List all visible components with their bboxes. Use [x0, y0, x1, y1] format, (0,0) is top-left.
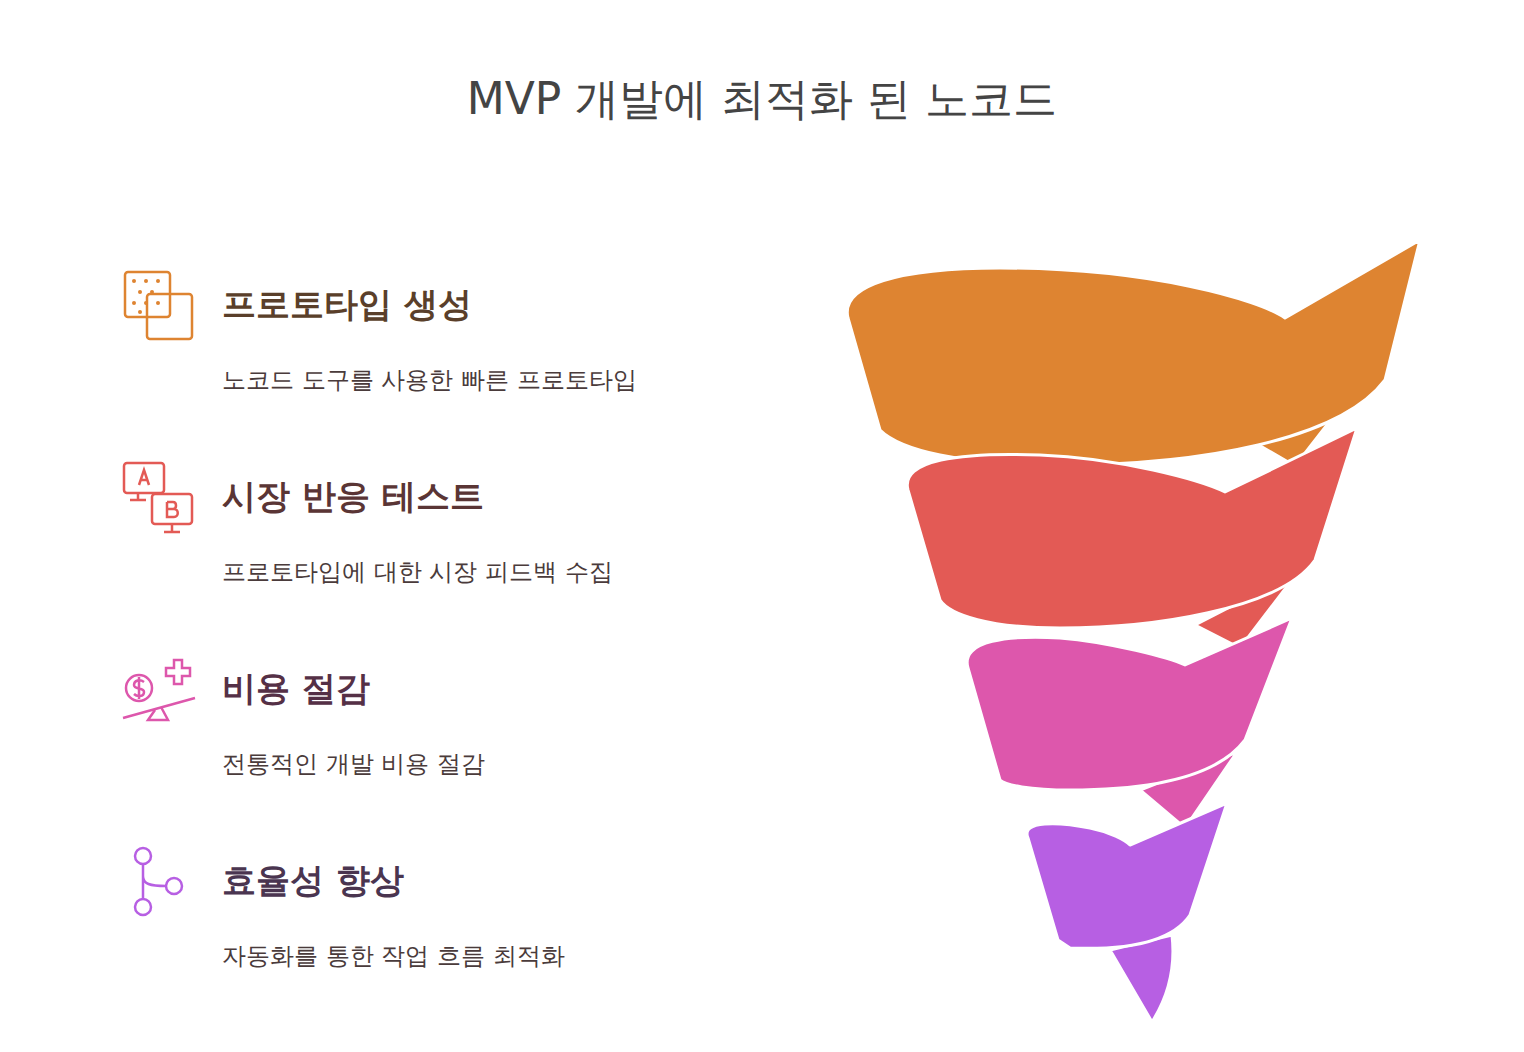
item-description: 노코드 도구를 사용한 빠른 프로토타입: [222, 364, 637, 396]
item-heading: 비용 절감: [222, 666, 485, 712]
feature-item: 시장 반응 테스트프로토타입에 대한 시장 피드백 수집: [222, 474, 613, 588]
diagram-title: MVP 개발에 최적화 된 노코드: [0, 70, 1524, 129]
efficiency-icon: [135, 848, 182, 915]
prototype-icon: [125, 272, 192, 339]
item-heading: 효율성 향상: [222, 858, 565, 904]
item-heading: 시장 반응 테스트: [222, 474, 613, 520]
item-description: 프로토타입에 대한 시장 피드백 수집: [222, 556, 613, 588]
item-heading: 프로토타입 생성: [222, 282, 637, 328]
feature-item: 프로토타입 생성노코드 도구를 사용한 빠른 프로토타입: [222, 282, 637, 396]
item-description: 자동화를 통한 작업 흐름 최적화: [222, 940, 565, 972]
feature-item: 비용 절감전통적인 개발 비용 절감: [222, 666, 485, 780]
ab-test-icon: [124, 463, 192, 532]
feature-item: 효율성 향상자동화를 통한 작업 흐름 최적화: [222, 858, 565, 972]
cost-icon: [123, 660, 195, 720]
item-description: 전통적인 개발 비용 절감: [222, 748, 485, 780]
